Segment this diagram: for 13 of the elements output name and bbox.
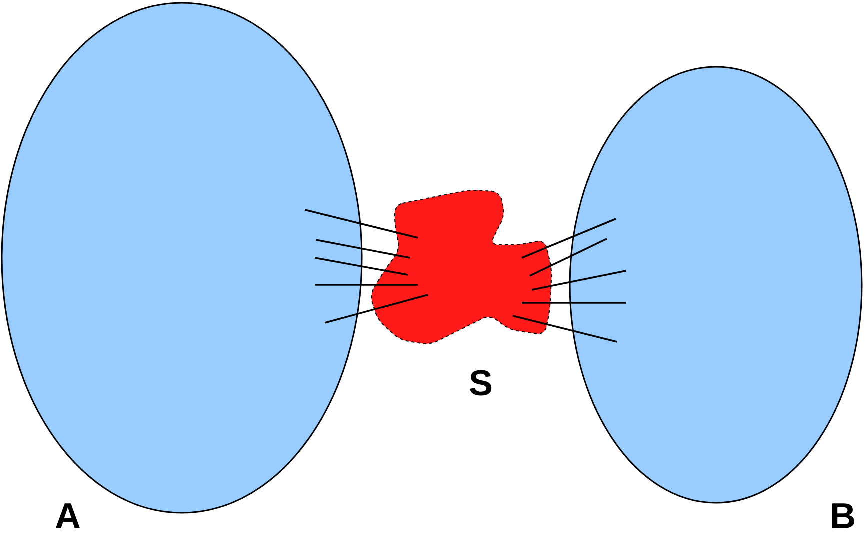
line — [530, 238, 608, 277]
line — [522, 218, 616, 259]
line — [315, 284, 418, 286]
line — [316, 239, 410, 259]
line — [324, 294, 428, 324]
line — [522, 302, 626, 304]
blob: S — [371, 190, 552, 396]
node-label: S — [470, 370, 492, 396]
line — [512, 315, 618, 343]
line — [532, 270, 626, 291]
line — [304, 209, 418, 239]
line — [314, 257, 408, 276]
node-label: B — [832, 504, 854, 528]
